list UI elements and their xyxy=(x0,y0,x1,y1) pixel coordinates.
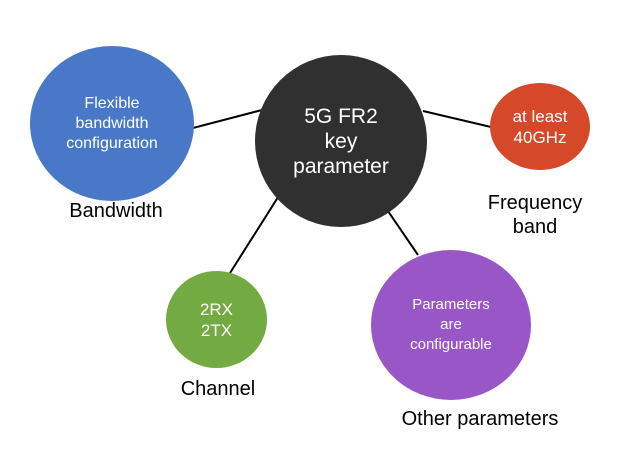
other-parameters-node: Parameters are configurable xyxy=(371,250,531,400)
frequency-band-label: Frequency band xyxy=(487,192,583,238)
connector-bandwidth xyxy=(192,109,263,129)
bandwidth-node: Flexible bandwidth configuration xyxy=(30,46,194,201)
channel-label: Channel xyxy=(180,378,256,400)
connector-frequency xyxy=(422,110,492,128)
channel-node: 2RX 2TX xyxy=(166,271,267,368)
center-node: 5G FR2 key parameter xyxy=(255,55,427,227)
other-parameters-label: Other parameters xyxy=(401,408,559,430)
frequency-node: at least 40GHz xyxy=(490,83,590,170)
bandwidth-label: Bandwidth xyxy=(69,200,163,222)
